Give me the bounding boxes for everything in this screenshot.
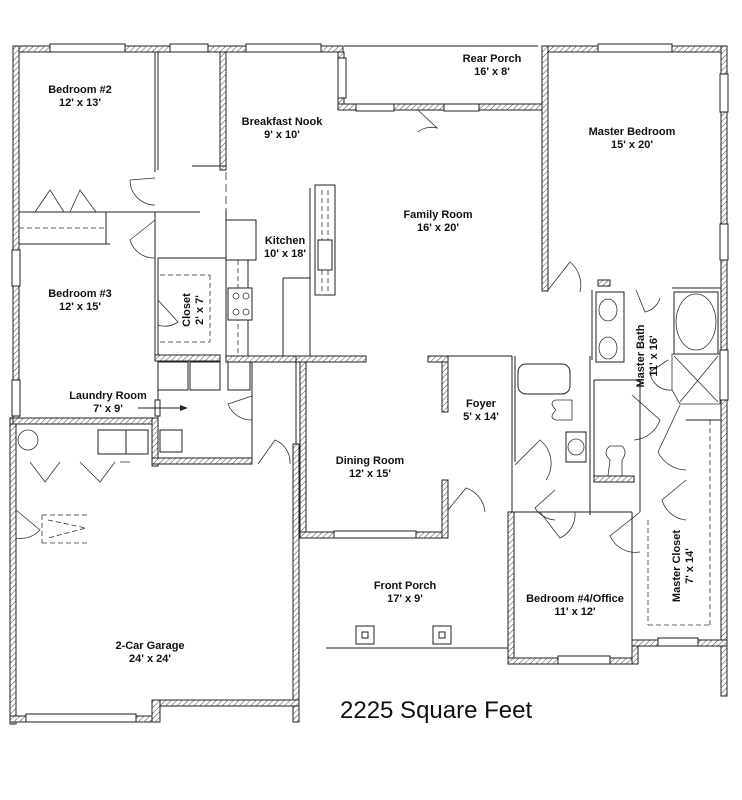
room-size: 9' x 10' xyxy=(264,129,300,141)
room-size: 7' x 14' xyxy=(684,548,696,584)
total-square-footage: 2225 Square Feet xyxy=(340,697,533,724)
room-size: 16' x 8' xyxy=(474,66,510,78)
room-name: Front Porch xyxy=(373,580,437,592)
room-name: Bedroom #3 xyxy=(48,288,112,300)
room-size: 17' x 9' xyxy=(387,593,423,605)
room-name: Bedroom #4/Office xyxy=(526,593,624,605)
room-size: 11' x 12' xyxy=(554,606,596,618)
room-size: 12' x 13' xyxy=(59,97,101,109)
room-size: 5' x 14' xyxy=(463,411,499,423)
room-size: 10' x 18' xyxy=(264,248,306,260)
room-size: 12' x 15' xyxy=(349,468,391,480)
room-name: 2-Car Garage xyxy=(115,640,185,652)
room-size: 16' x 20' xyxy=(417,222,459,234)
room-size: 12' x 15' xyxy=(59,301,101,313)
room-name: Rear Porch xyxy=(462,53,522,65)
room-name: Family Room xyxy=(403,209,473,221)
room-size: 15' x 20' xyxy=(611,139,653,151)
room-size: 24' x 24' xyxy=(129,653,171,665)
room-name: Kitchen xyxy=(264,235,306,247)
room-name: Foyer xyxy=(466,398,496,410)
room-name: Breakfast Nook xyxy=(241,116,323,128)
room-size: 2' x 7' xyxy=(194,295,206,325)
room-name: Master Bath xyxy=(635,324,647,388)
room-name: Laundry Room xyxy=(69,390,147,402)
room-name: Master Closet xyxy=(671,529,683,603)
room-name: Closet xyxy=(181,293,193,327)
room-name: Bedroom #2 xyxy=(48,84,112,96)
room-name: Dining Room xyxy=(335,455,405,467)
interior-walls xyxy=(12,45,721,649)
room-size: 11' x 16' xyxy=(648,335,660,377)
room-name: Master Bedroom xyxy=(588,126,676,138)
windows xyxy=(11,43,729,723)
room-size: 7' x 9' xyxy=(93,403,123,415)
